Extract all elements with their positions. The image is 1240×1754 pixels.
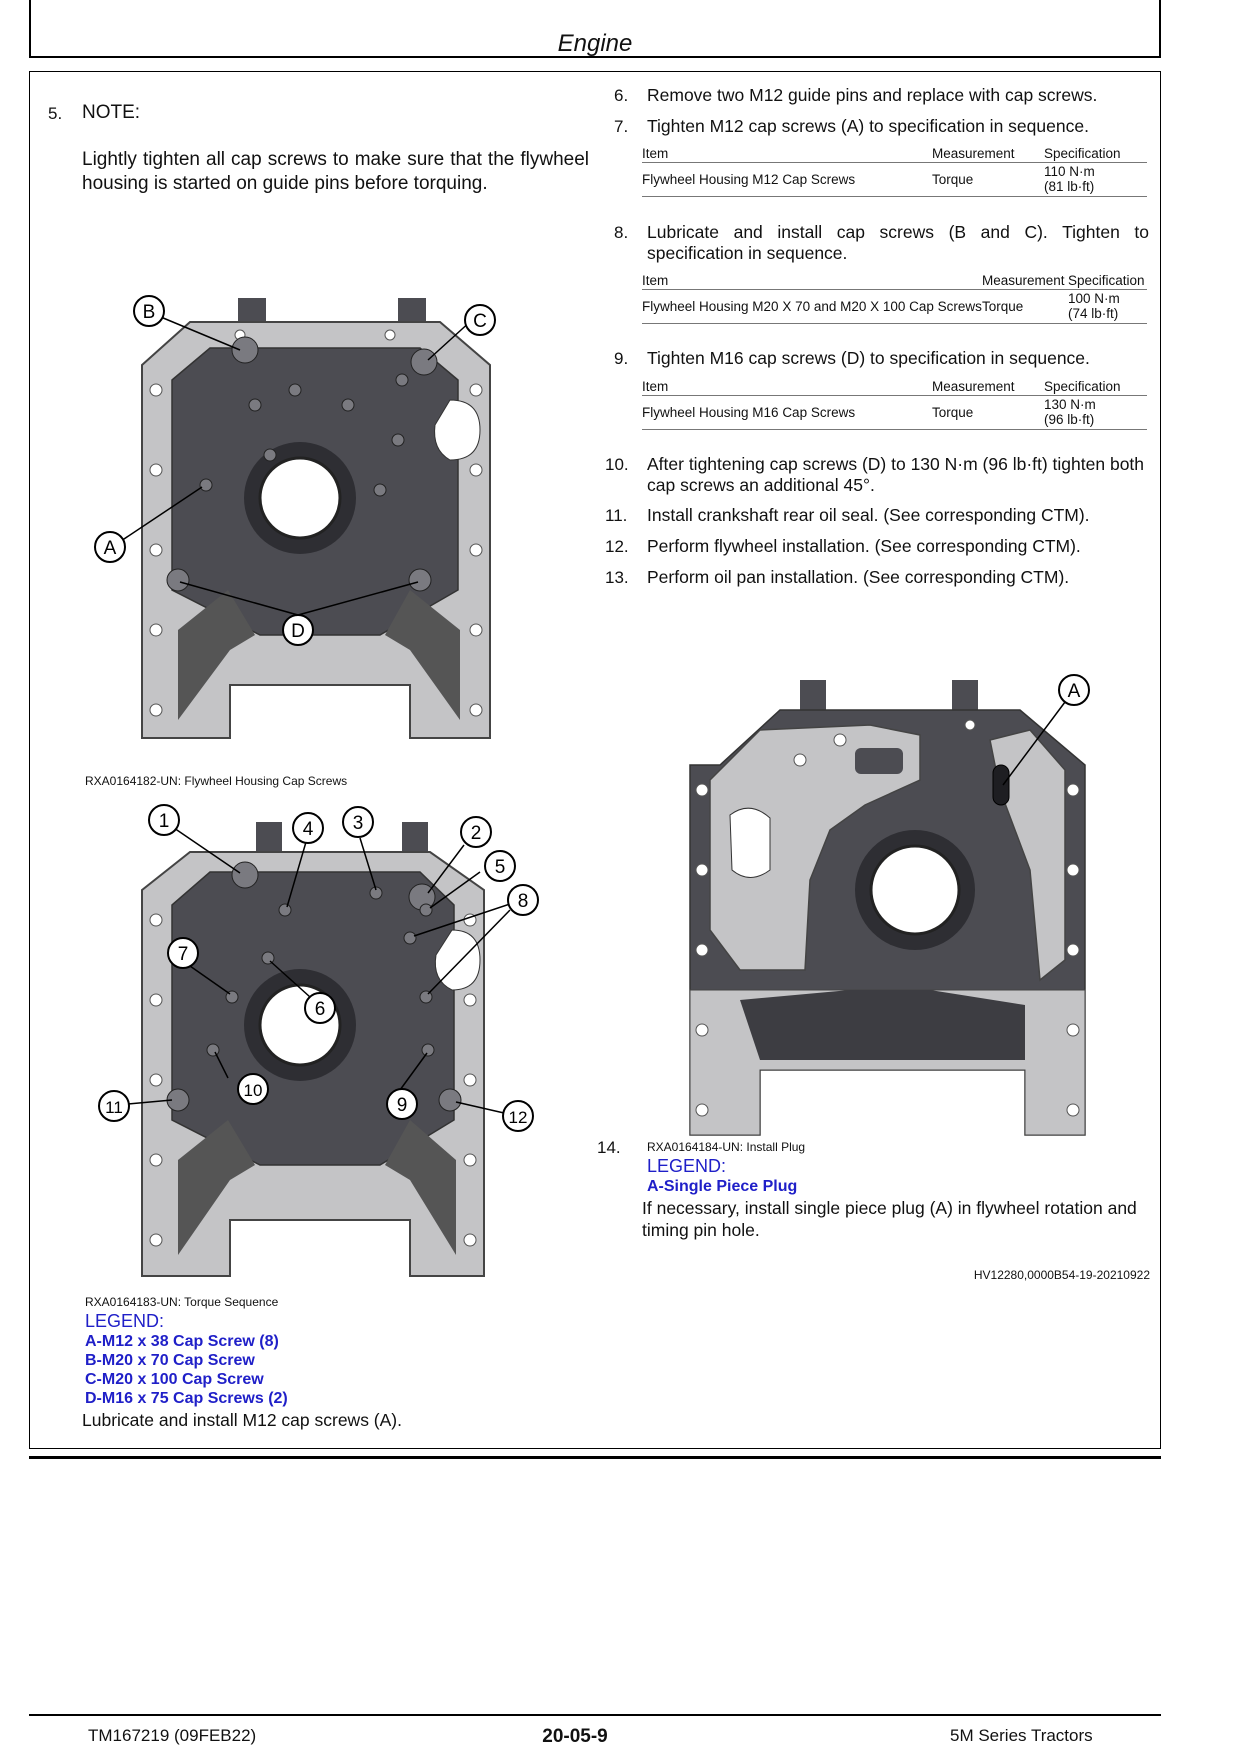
svg-text:4: 4 bbox=[303, 819, 314, 840]
footer-manual-id: TM167219 (09FEB22) bbox=[88, 1726, 257, 1745]
callout-9: 9 bbox=[386, 1088, 418, 1120]
svg-text:12: 12 bbox=[509, 1108, 528, 1127]
step-5-note-text: Lightly tighten all cap screws to make s… bbox=[82, 149, 589, 194]
step-5-note-label: NOTE: bbox=[82, 102, 141, 123]
callout-a: A bbox=[1058, 674, 1090, 706]
step-8-text: Lubricate and install cap screws (B and … bbox=[647, 222, 1149, 263]
svg-text:A: A bbox=[1068, 681, 1081, 702]
legend-item-d: D-M16 x 75 Cap Screws (2) bbox=[85, 1390, 288, 1407]
callout-1: 1 bbox=[148, 804, 180, 836]
table-header-item: Item bbox=[642, 146, 932, 163]
content-frame bbox=[29, 71, 1161, 1449]
housing-light-panel bbox=[709, 724, 921, 971]
step-12-text: Perform flywheel installation. (See corr… bbox=[647, 536, 1081, 556]
svg-text:7: 7 bbox=[178, 944, 189, 965]
step-11-number: 11. bbox=[605, 506, 628, 525]
figure-torque-sequence: 1 4 3 2 5 8 7 6 10 9 11 12 bbox=[98, 804, 539, 1277]
step-12-number: 12. bbox=[605, 537, 629, 556]
step-7-number: 7. bbox=[614, 117, 629, 136]
figure2-legend-title: LEGEND: bbox=[85, 1311, 165, 1331]
leader-lines bbox=[117, 314, 473, 616]
svg-text:1: 1 bbox=[159, 811, 170, 832]
svg-text:A: A bbox=[104, 538, 117, 559]
plug-hole bbox=[992, 764, 1010, 806]
svg-text:10: 10 bbox=[244, 1081, 263, 1100]
figure3-body-text: If necessary, install single piece plug … bbox=[642, 1198, 1137, 1240]
step-10-text: After tightening cap screws (D) to 130 N… bbox=[647, 454, 1145, 495]
svg-text:5: 5 bbox=[495, 857, 506, 878]
callout-2: 2 bbox=[460, 816, 492, 848]
callout-7: 7 bbox=[167, 937, 199, 969]
callout-6: 6 bbox=[304, 992, 336, 1024]
callout-d: D bbox=[282, 614, 314, 646]
figure3-caption: RXA0164184-UN: Install Plug bbox=[647, 1140, 806, 1154]
figure2-caption: RXA0164183-UN: Torque Sequence bbox=[85, 1295, 279, 1309]
step-13-number: 13. bbox=[605, 568, 629, 587]
spec-table-m20: Item Measurement Specification Flywheel … bbox=[642, 273, 1147, 324]
svg-text:D: D bbox=[291, 621, 305, 642]
svg-text:8: 8 bbox=[518, 891, 529, 912]
callout-b: B bbox=[133, 295, 165, 327]
table-row: Flywheel Housing M16 Cap Screws Torque 1… bbox=[642, 395, 1147, 430]
svg-text:C: C bbox=[473, 311, 487, 332]
seal-bore bbox=[258, 456, 342, 540]
step-6-number: 6. bbox=[614, 86, 629, 105]
step-13-text: Perform oil pan installation. (See corre… bbox=[647, 567, 1070, 587]
housing-lower-left bbox=[178, 590, 255, 720]
legend-item-c: C-M20 x 100 Cap Screw bbox=[85, 1371, 264, 1388]
page-header: Engine bbox=[29, 0, 1161, 58]
figure1-caption: RXA0164182-UN: Flywheel Housing Cap Scre… bbox=[85, 774, 348, 788]
svg-text:B: B bbox=[143, 302, 156, 323]
figure-flywheel-housing-cap-screws: B C A D bbox=[94, 295, 496, 739]
callout-c: C bbox=[464, 304, 496, 336]
figure2-after-text: Lubricate and install M12 cap screws (A)… bbox=[82, 1410, 402, 1430]
footer-rule bbox=[29, 1714, 1161, 1716]
svg-text:11: 11 bbox=[105, 1098, 123, 1117]
cap-screws bbox=[166, 336, 438, 592]
callout-a: A bbox=[94, 531, 126, 563]
svg-text:3: 3 bbox=[353, 813, 364, 834]
step-5-number: 5. bbox=[48, 104, 63, 123]
table-header-measurement: Measurement bbox=[932, 146, 1044, 163]
housing-window bbox=[434, 399, 481, 461]
step-9-text: Tighten M16 cap screws (D) to specificat… bbox=[647, 348, 1090, 368]
figure3-legend-title: LEGEND: bbox=[647, 1156, 727, 1176]
step-9-number: 9. bbox=[614, 349, 629, 368]
table-row: Flywheel Housing M12 Cap Screws Torque 1… bbox=[642, 162, 1147, 197]
frame-holes bbox=[149, 329, 483, 717]
svg-text:9: 9 bbox=[397, 1095, 408, 1116]
header-title: Engine bbox=[557, 30, 633, 57]
callout-5: 5 bbox=[484, 850, 516, 882]
spec-table-m12: Item Measurement Specification Flywheel … bbox=[642, 146, 1147, 197]
step-7-text: Tighten M12 cap screws (A) to specificat… bbox=[647, 116, 1089, 136]
figure-install-plug: A bbox=[689, 674, 1090, 1136]
svg-text:6: 6 bbox=[315, 999, 326, 1020]
content-bottom-rule bbox=[29, 1456, 1161, 1459]
table-header-specification: Specification bbox=[1044, 146, 1147, 163]
legend-item-a: A-M12 x 38 Cap Screw (8) bbox=[85, 1333, 279, 1350]
step-11-text: Install crankshaft rear oil seal. (See c… bbox=[647, 505, 1090, 525]
step-6-text: Remove two M12 guide pins and replace wi… bbox=[647, 85, 1098, 105]
footer-page-number: 20-05-9 bbox=[542, 1726, 608, 1747]
step-8-number: 8. bbox=[614, 223, 629, 242]
step-14-number: 14. bbox=[597, 1138, 621, 1157]
callout-3: 3 bbox=[342, 806, 374, 838]
housing-lower-right bbox=[385, 590, 460, 720]
footer-product: 5M Series Tractors bbox=[950, 1726, 1093, 1745]
callout-8: 8 bbox=[507, 884, 539, 916]
callout-12: 12 bbox=[502, 1100, 534, 1132]
table-row: Flywheel Housing M20 X 70 and M20 X 100 … bbox=[642, 289, 1147, 324]
callout-4: 4 bbox=[292, 812, 324, 844]
svg-text:2: 2 bbox=[471, 823, 482, 844]
callout-11: 11 bbox=[98, 1090, 130, 1122]
spec-table-m16: Item Measurement Specification Flywheel … bbox=[642, 379, 1147, 430]
legend-item-single-piece-plug: A-Single Piece Plug bbox=[647, 1178, 798, 1195]
reference-code: HV12280,0000B54-19-20210922 bbox=[973, 1268, 1150, 1282]
legend-item-b: B-M20 x 70 Cap Screw bbox=[85, 1352, 255, 1369]
step-10-number: 10. bbox=[605, 455, 629, 474]
callout-10: 10 bbox=[237, 1073, 269, 1105]
